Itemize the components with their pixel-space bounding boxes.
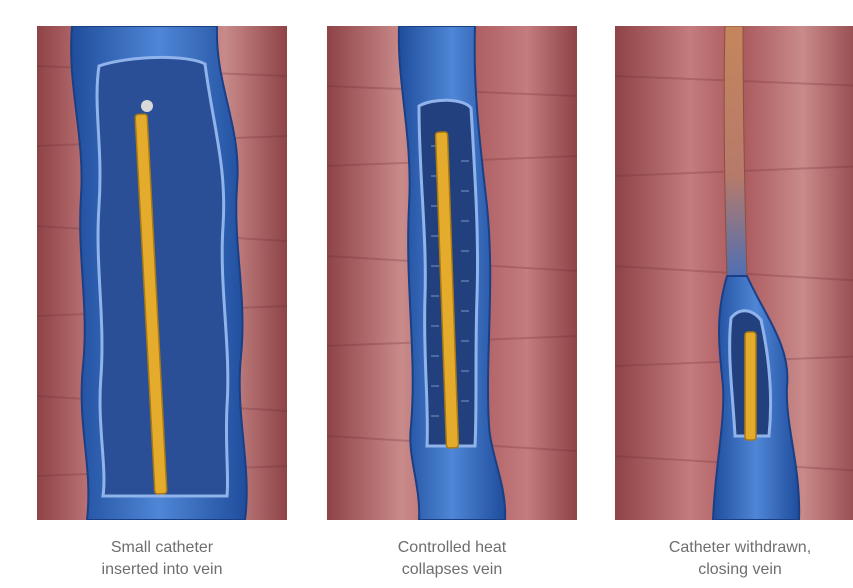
illustration-panel-3 xyxy=(615,26,853,520)
caption-line: closing vein xyxy=(615,559,853,581)
caption-panel-3: Catheter withdrawn, closing vein xyxy=(615,537,853,581)
caption-line: inserted into vein xyxy=(37,559,287,581)
caption-line: Catheter withdrawn, xyxy=(615,537,853,559)
caption-panel-2: Controlled heat collapses vein xyxy=(327,537,577,581)
caption-line: Controlled heat xyxy=(327,537,577,559)
caption-panel-1: Small catheter inserted into vein xyxy=(37,537,287,581)
closed-vein-strand xyxy=(724,26,747,276)
vein-closed-illustration xyxy=(615,26,853,520)
caption-line: collapses vein xyxy=(327,559,577,581)
vein-heat-collapse-illustration xyxy=(327,26,577,520)
catheter-tip xyxy=(141,100,153,112)
illustration-panel-1 xyxy=(37,26,287,520)
catheter xyxy=(745,332,756,440)
vein-catheter-inserted-illustration xyxy=(37,26,287,520)
caption-line: Small catheter xyxy=(37,537,287,559)
illustration-panel-2 xyxy=(327,26,577,520)
